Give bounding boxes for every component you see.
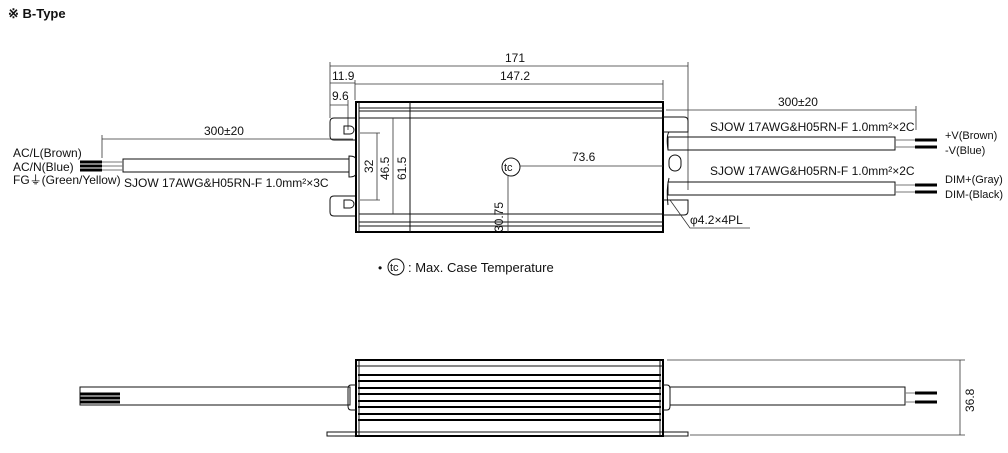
mount-tab (329, 195, 356, 217)
dim-32-label: 32 (362, 159, 376, 173)
side-fins (358, 374, 661, 421)
side-case-body (355, 359, 664, 437)
mount-tab (329, 117, 356, 141)
mount-tab (663, 199, 689, 216)
legend-bullet: • (378, 261, 382, 275)
tc-point-icon (501, 157, 521, 177)
output-label-dim-minus: DIM-(Black) (945, 189, 1003, 201)
dim-input-cable-label: 300±20 (204, 124, 244, 138)
mount-tab (663, 116, 689, 133)
output-cable-2 (667, 181, 896, 196)
input-label-fg: FG⏚(Green/Yellow) (13, 173, 121, 187)
input-cable-spec: SJOW 17AWG&H05RN-F 1.0mm²×3C (124, 176, 329, 190)
dim-73-6-label: 73.6 (572, 150, 596, 164)
dim-61-5-label: 61.5 (395, 156, 409, 180)
side-output-cable (669, 386, 906, 406)
output-label-dim-plus: DIM+(Gray) (945, 174, 1003, 186)
input-label-ac-l: AC/L(Brown) (13, 146, 82, 160)
side-view: 36.8 (79, 359, 977, 437)
output-label-v-minus: -V(Blue) (945, 145, 985, 157)
dim-9-6-label: 9.6 (332, 89, 349, 103)
mount-hole-label: φ4.2×4PL (690, 213, 743, 227)
tc-legend: • tc : Max. Case Temperature (378, 258, 554, 276)
dim-output-cable-label: 300±20 (778, 95, 818, 109)
legend-text: : Max. Case Temperature (408, 260, 554, 275)
side-input-cable (79, 386, 351, 406)
dim-30-75-label: 30.75 (492, 202, 506, 232)
mount-hole (343, 125, 355, 135)
dim-46-5-label: 46.5 (378, 156, 392, 180)
mount-hole (343, 199, 355, 209)
output-cable-1 (667, 136, 896, 151)
top-view: 171 147.2 11.9 9.6 32 46.5 61.5 (13, 51, 1003, 233)
dim-171-label: 171 (505, 51, 525, 65)
dim-147-2-label: 147.2 (500, 69, 530, 83)
tc-legend-icon (387, 258, 405, 276)
input-label-ac-n: AC/N(Blue) (13, 160, 74, 174)
dim-36-8-label: 36.8 (963, 388, 977, 412)
input-cable (122, 158, 350, 173)
mount-hole-leader (669, 199, 750, 229)
mount-slot (668, 154, 682, 172)
cable-gland (348, 155, 357, 178)
section-title: ※ B-Type (8, 6, 66, 21)
side-gland-right (663, 384, 671, 411)
output-label-v-plus: +V(Brown) (945, 130, 997, 142)
dim-11-9-label: 11.9 (332, 69, 355, 83)
side-gland-left (347, 384, 356, 411)
output-cable-spec-2: SJOW 17AWG&H05RN-F 1.0mm²×2C (710, 164, 915, 178)
legend-tc-symbol: tc (390, 262, 399, 274)
output-cable-spec-1: SJOW 17AWG&H05RN-F 1.0mm²×2C (710, 120, 915, 134)
tc-symbol: tc (504, 162, 513, 174)
